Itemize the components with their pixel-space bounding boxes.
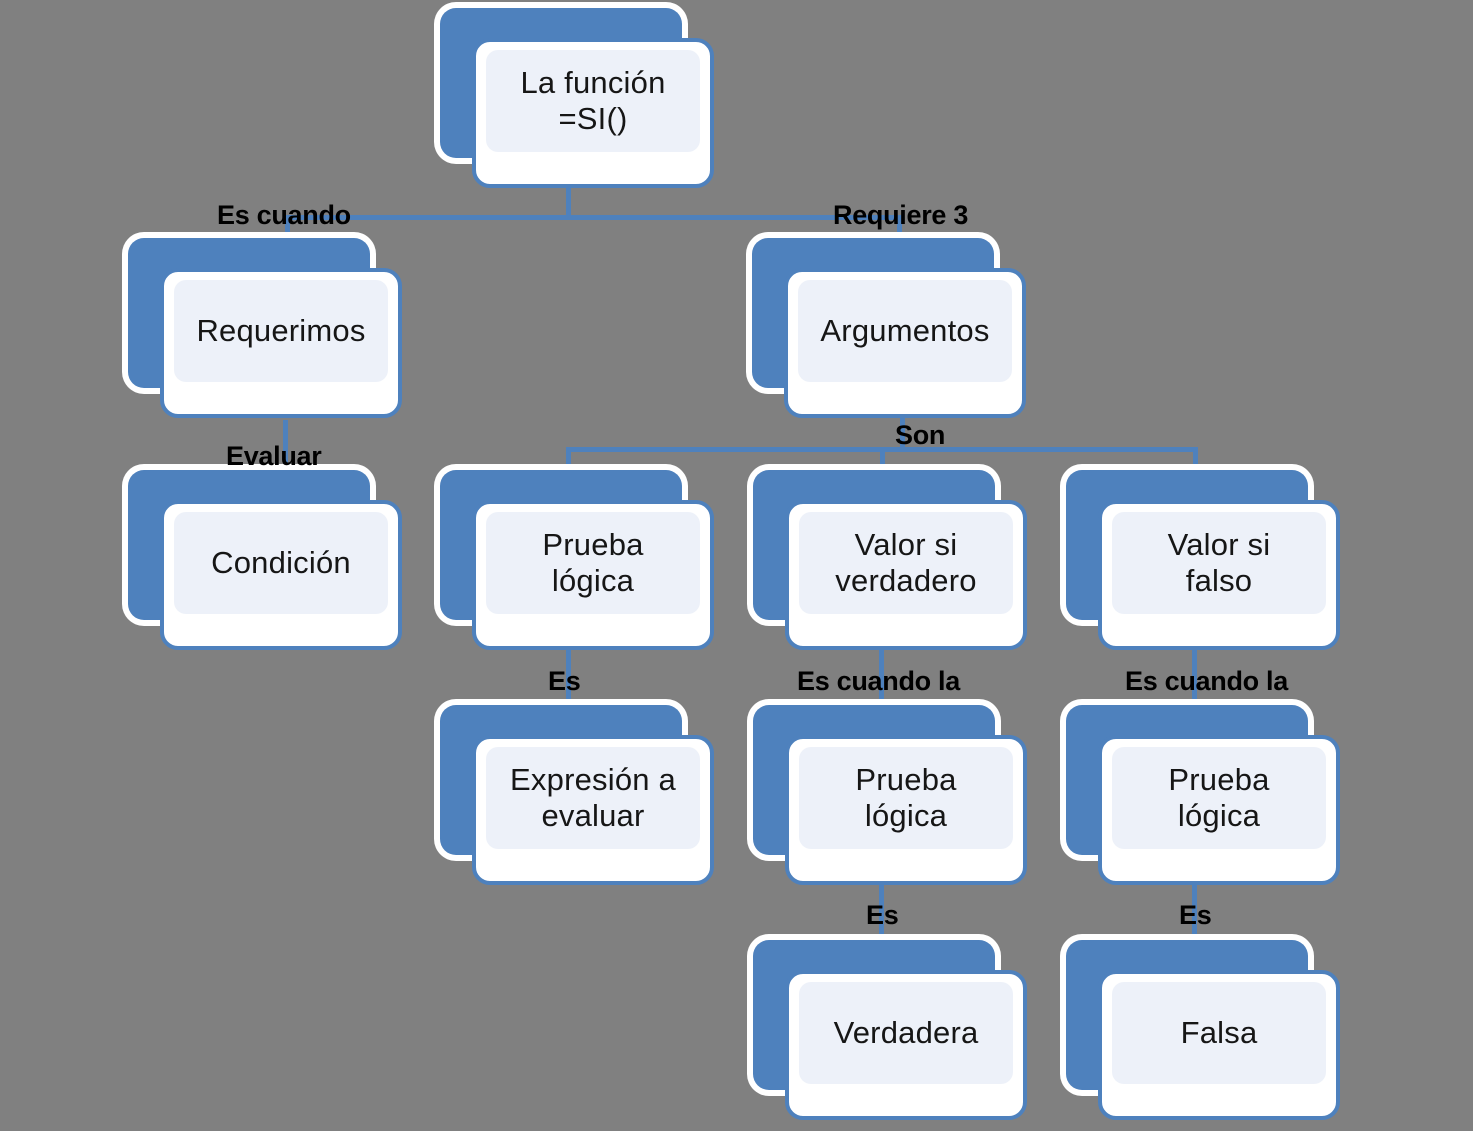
connector-valorfalse-prueba3 [1192,648,1197,710]
connector-prueba-expresion [566,648,571,710]
edge-label-es-prueba: Es [548,666,581,696]
node-label: Argumentos [798,280,1012,382]
node-front-card: Prueba lógica [785,735,1027,885]
node-label: Requerimos [174,280,388,382]
node-label: Valor si falso [1112,512,1326,614]
node-label: Expresión a evaluar [486,747,700,849]
connector-to-argumentos [897,215,902,245]
node-label: Condición [174,512,388,614]
edge-label-evaluar: Evaluar [226,441,322,471]
edge-label-es-falsa: Es [1179,900,1212,930]
edge-label-son: Son [895,420,946,450]
node-front-card: Valor si falso [1098,500,1340,650]
node-front-card: Falsa [1098,970,1340,1120]
node-front-card: Argumentos [784,268,1026,418]
edge-label-requiere-3: Requiere 3 [833,200,969,230]
connector-to-valor-falso [1193,447,1198,482]
connector-root-bus [285,215,902,220]
node-label: Falsa [1112,982,1326,1084]
connector-prueba2-verdadera [879,882,884,944]
node-front-card: Prueba lógica [472,500,714,650]
node-front-card: Requerimos [160,268,402,418]
node-label: Prueba lógica [1112,747,1326,849]
node-label: Prueba lógica [486,512,700,614]
connector-to-valor-verdadero [880,447,885,482]
connector-to-prueba [566,447,571,482]
connector-argumentos-stem [900,415,905,450]
node-front-card: Condición [160,500,402,650]
node-label: La función =SI() [486,50,700,152]
node-label: Valor si verdadero [799,512,1013,614]
edge-label-es-verdadera: Es [866,900,899,930]
connector-root-stem [566,180,571,220]
connector-requerimos-condicion [283,420,288,480]
node-front-card: Verdadera [785,970,1027,1120]
edge-label-es-cuando: Es cuando [217,200,351,230]
node-front-card: Valor si verdadero [785,500,1027,650]
node-label: Verdadera [799,982,1013,1084]
node-label: Prueba lógica [799,747,1013,849]
edge-label-es-cuando-la-true: Es cuando la [797,666,960,696]
node-front-card: Prueba lógica [1098,735,1340,885]
connector-prueba3-falsa [1192,882,1197,944]
connector-valortrue-prueba2 [879,648,884,710]
connector-to-requerimos [285,215,290,245]
edge-label-es-cuando-la-false: Es cuando la [1125,666,1288,696]
node-front-card: La función =SI() [472,38,714,188]
node-front-card: Expresión a evaluar [472,735,714,885]
